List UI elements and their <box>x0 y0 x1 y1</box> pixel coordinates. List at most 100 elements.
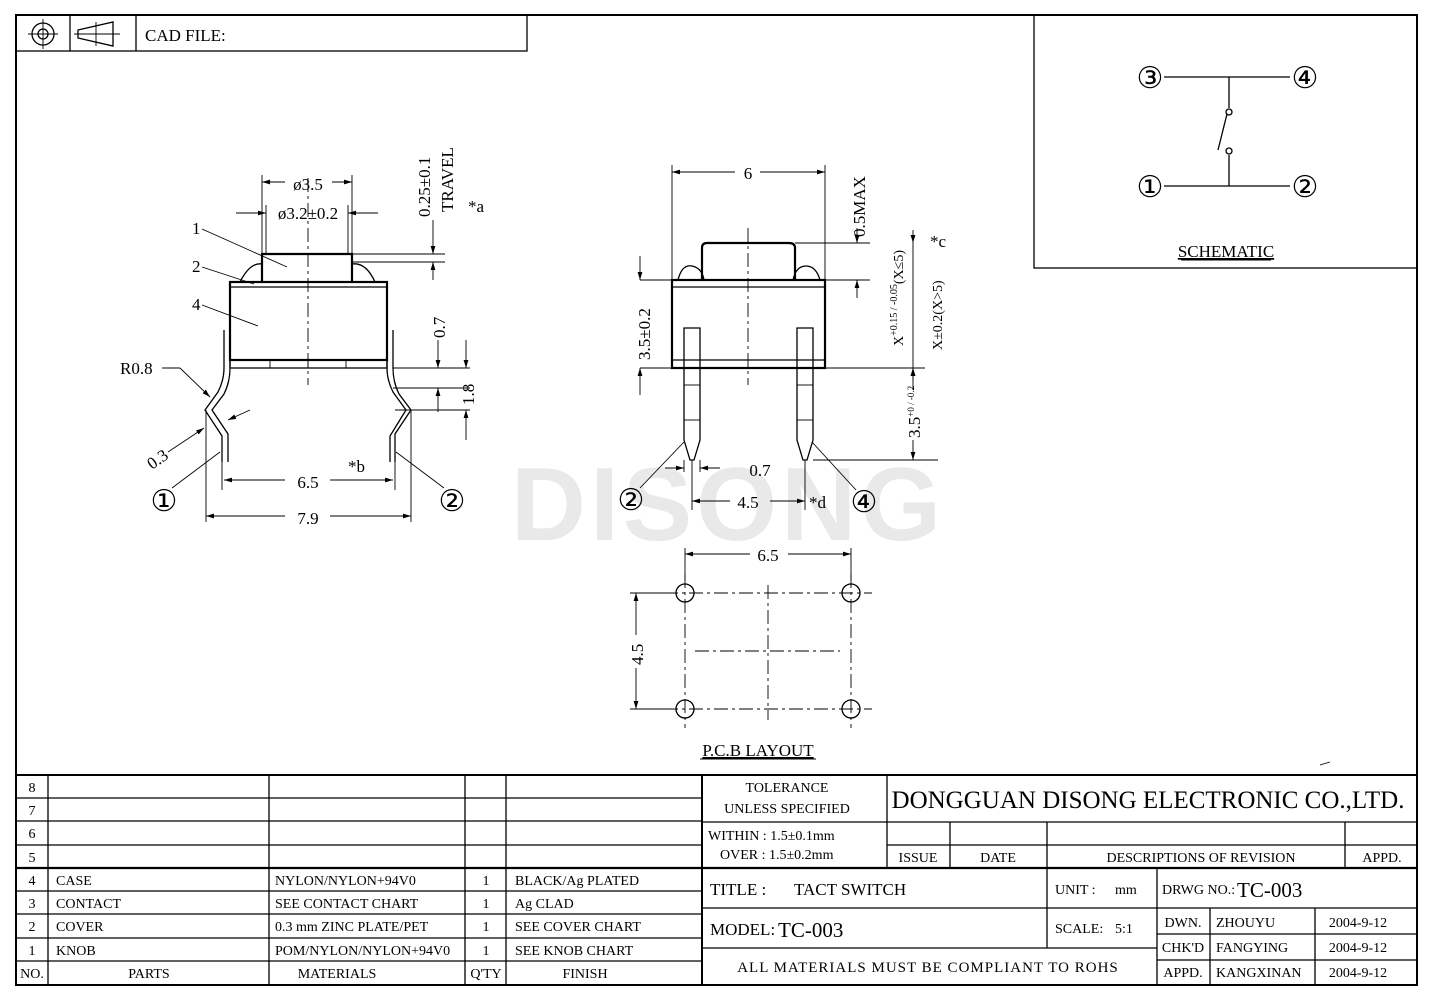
side-travel-value: 0.25±0.1 <box>415 157 434 217</box>
bom-row-no: 7 <box>29 804 36 819</box>
bom-header-parts: PARTS <box>128 967 169 982</box>
bom-cell: 1 <box>483 944 490 959</box>
side-mark-a: *a <box>468 197 485 216</box>
front-x-small: X+0.15 / -0.05(X≤5) <box>889 250 907 346</box>
rohs-note: ALL MATERIALS MUST BE COMPLIANT TO ROHS <box>737 960 1119 976</box>
tolerance-line-2: UNLESS SPECIFIED <box>724 802 850 817</box>
bom-cell: Ag CLAD <box>515 897 574 912</box>
drwg-label: DRWG NO.: <box>1162 883 1235 898</box>
schematic-pin-4: ④ <box>1292 62 1319 95</box>
side-view: ø3.5 ø3.2±0.2 0.25±0.1 TRAVEL *a 1 2 4 R… <box>120 147 485 528</box>
front-view: 6 0.5MAX *c X+0.15 / -0.05(X≤5) X±0.2(X>… <box>618 164 947 519</box>
rev-issue: ISSUE <box>899 851 938 866</box>
side-part-2: 2 <box>192 257 201 276</box>
pcb-hole <box>675 699 695 719</box>
bom-cell: SEE COVER CHART <box>515 920 641 935</box>
bom-cell: CASE <box>56 874 92 889</box>
title-block: TOLERANCE UNLESS SPECIFIED WITHIN : 1.5±… <box>701 774 1418 986</box>
title-label: TITLE : <box>710 880 766 899</box>
dwn-label: DWN. <box>1165 916 1202 931</box>
pcb-title: P.C.B LAYOUT <box>702 741 814 760</box>
chk-label: CHK'D <box>1162 941 1204 956</box>
side-pin-1: ① <box>151 485 178 518</box>
side-part-4: 4 <box>192 295 201 314</box>
drwg-value: TC-003 <box>1237 878 1302 902</box>
pcb-hole <box>841 699 861 719</box>
front-height: 3.5±0.2 <box>635 308 654 360</box>
bom-cell: 2 <box>29 920 36 935</box>
bom-header-no: NO. <box>20 967 44 982</box>
bom-row-no: 6 <box>29 827 36 842</box>
chk-name: FANGYING <box>1216 941 1288 956</box>
schematic-box: ③ ④ ① ② SCHEMATIC <box>1033 14 1418 269</box>
dwn-name: ZHOUYU <box>1216 916 1275 931</box>
bom-cell: 1 <box>29 944 36 959</box>
rev-appd: APPD. <box>1362 851 1401 866</box>
front-pin-2: ② <box>618 484 645 517</box>
rev-date: DATE <box>980 851 1016 866</box>
schematic-pin-2: ② <box>1292 171 1319 204</box>
side-dia-outer: ø3.5 <box>293 175 323 194</box>
bom-cell: COVER <box>56 920 104 935</box>
front-leg: 3.5+0 / -0.2 <box>905 386 924 438</box>
bom-cell: 1 <box>483 920 490 935</box>
appd-date: 2004-9-12 <box>1329 966 1387 981</box>
front-mark-c: *c <box>930 232 947 251</box>
table-row: 1 KNOB POM/NYLON/NYLON+94V0 1 SEE KNOB C… <box>29 944 634 959</box>
model-label: MODEL: <box>710 920 775 939</box>
bom-cell: SEE KNOB CHART <box>515 944 634 959</box>
schematic-title: SCHEMATIC <box>1178 242 1274 261</box>
bom-cell: NYLON/NYLON+94V0 <box>275 874 416 889</box>
appd-name: KANGXINAN <box>1216 966 1302 981</box>
side-dim-18: 1.8 <box>459 384 478 405</box>
front-pin-4: ④ <box>851 486 878 519</box>
bom-cell: KNOB <box>56 944 96 959</box>
title-value: TACT SWITCH <box>794 880 906 899</box>
bom-header-qty: Q'TY <box>470 967 501 982</box>
watermark: DISONG <box>511 447 945 563</box>
pcb-height: 4.5 <box>628 644 647 665</box>
schematic-pin-3: ③ <box>1137 62 1164 95</box>
model-value: TC-003 <box>778 918 843 942</box>
side-width-65: 6.5 <box>297 473 318 492</box>
side-dim-07: 0.7 <box>430 316 449 338</box>
side-radius: R0.8 <box>120 359 153 378</box>
pcb-hole <box>841 583 861 603</box>
unit-label: UNIT : <box>1055 883 1096 898</box>
front-mark-d: *d <box>809 493 827 512</box>
bom-header-materials: MATERIALS <box>298 967 377 982</box>
bom-row-no: 8 <box>29 781 36 796</box>
bom-cell: 4 <box>29 874 36 889</box>
side-part-1: 1 <box>192 219 201 238</box>
company-name: DONGGUAN DISONG ELECTRONIC CO.,LTD. <box>892 787 1405 814</box>
bom-cell: 1 <box>483 874 490 889</box>
side-dia-inner: ø3.2±0.2 <box>278 204 338 223</box>
cad-header: CAD FILE: <box>15 14 528 52</box>
side-travel-label: TRAVEL <box>438 147 457 212</box>
front-width: 6 <box>744 164 753 183</box>
pcb-layout: 6.5 4.5 P.C.B LAYOUT <box>628 546 872 760</box>
scale-label: SCALE: <box>1055 922 1103 937</box>
scale-value: 5:1 <box>1115 922 1133 937</box>
tolerance-line-1: TOLERANCE <box>746 781 829 796</box>
table-row: 4 CASE NYLON/NYLON+94V0 1 BLACK/Ag PLATE… <box>29 874 640 889</box>
tolerance-within: WITHIN : 1.5±0.1mm <box>708 829 835 844</box>
unit-value: mm <box>1115 883 1137 898</box>
bom-header-finish: FINISH <box>562 967 607 982</box>
side-thickness: 0.3 <box>143 446 171 474</box>
table-row: 3 CONTACT SEE CONTACT CHART 1 Ag CLAD <box>29 897 574 912</box>
side-pin-2: ② <box>439 485 466 518</box>
pcb-width: 6.5 <box>757 546 778 565</box>
schematic-pin-1: ① <box>1137 171 1164 204</box>
bom-cell: BLACK/Ag PLATED <box>515 874 639 889</box>
bom-table: 8 7 6 5 4 CASE NYLON/NYLON+94V0 1 BLACK/… <box>15 774 703 986</box>
tolerance-over: OVER : 1.5±0.2mm <box>720 848 834 863</box>
bom-cell: CONTACT <box>56 897 121 912</box>
table-row: 2 COVER 0.3 mm ZINC PLATE/PET 1 SEE COVE… <box>29 920 642 935</box>
side-mark-b: *b <box>348 457 365 476</box>
bom-cell: 3 <box>29 897 36 912</box>
bom-cell: 0.3 mm ZINC PLATE/PET <box>275 920 429 935</box>
front-pitch: 4.5 <box>737 493 758 512</box>
chk-date: 2004-9-12 <box>1329 941 1387 956</box>
